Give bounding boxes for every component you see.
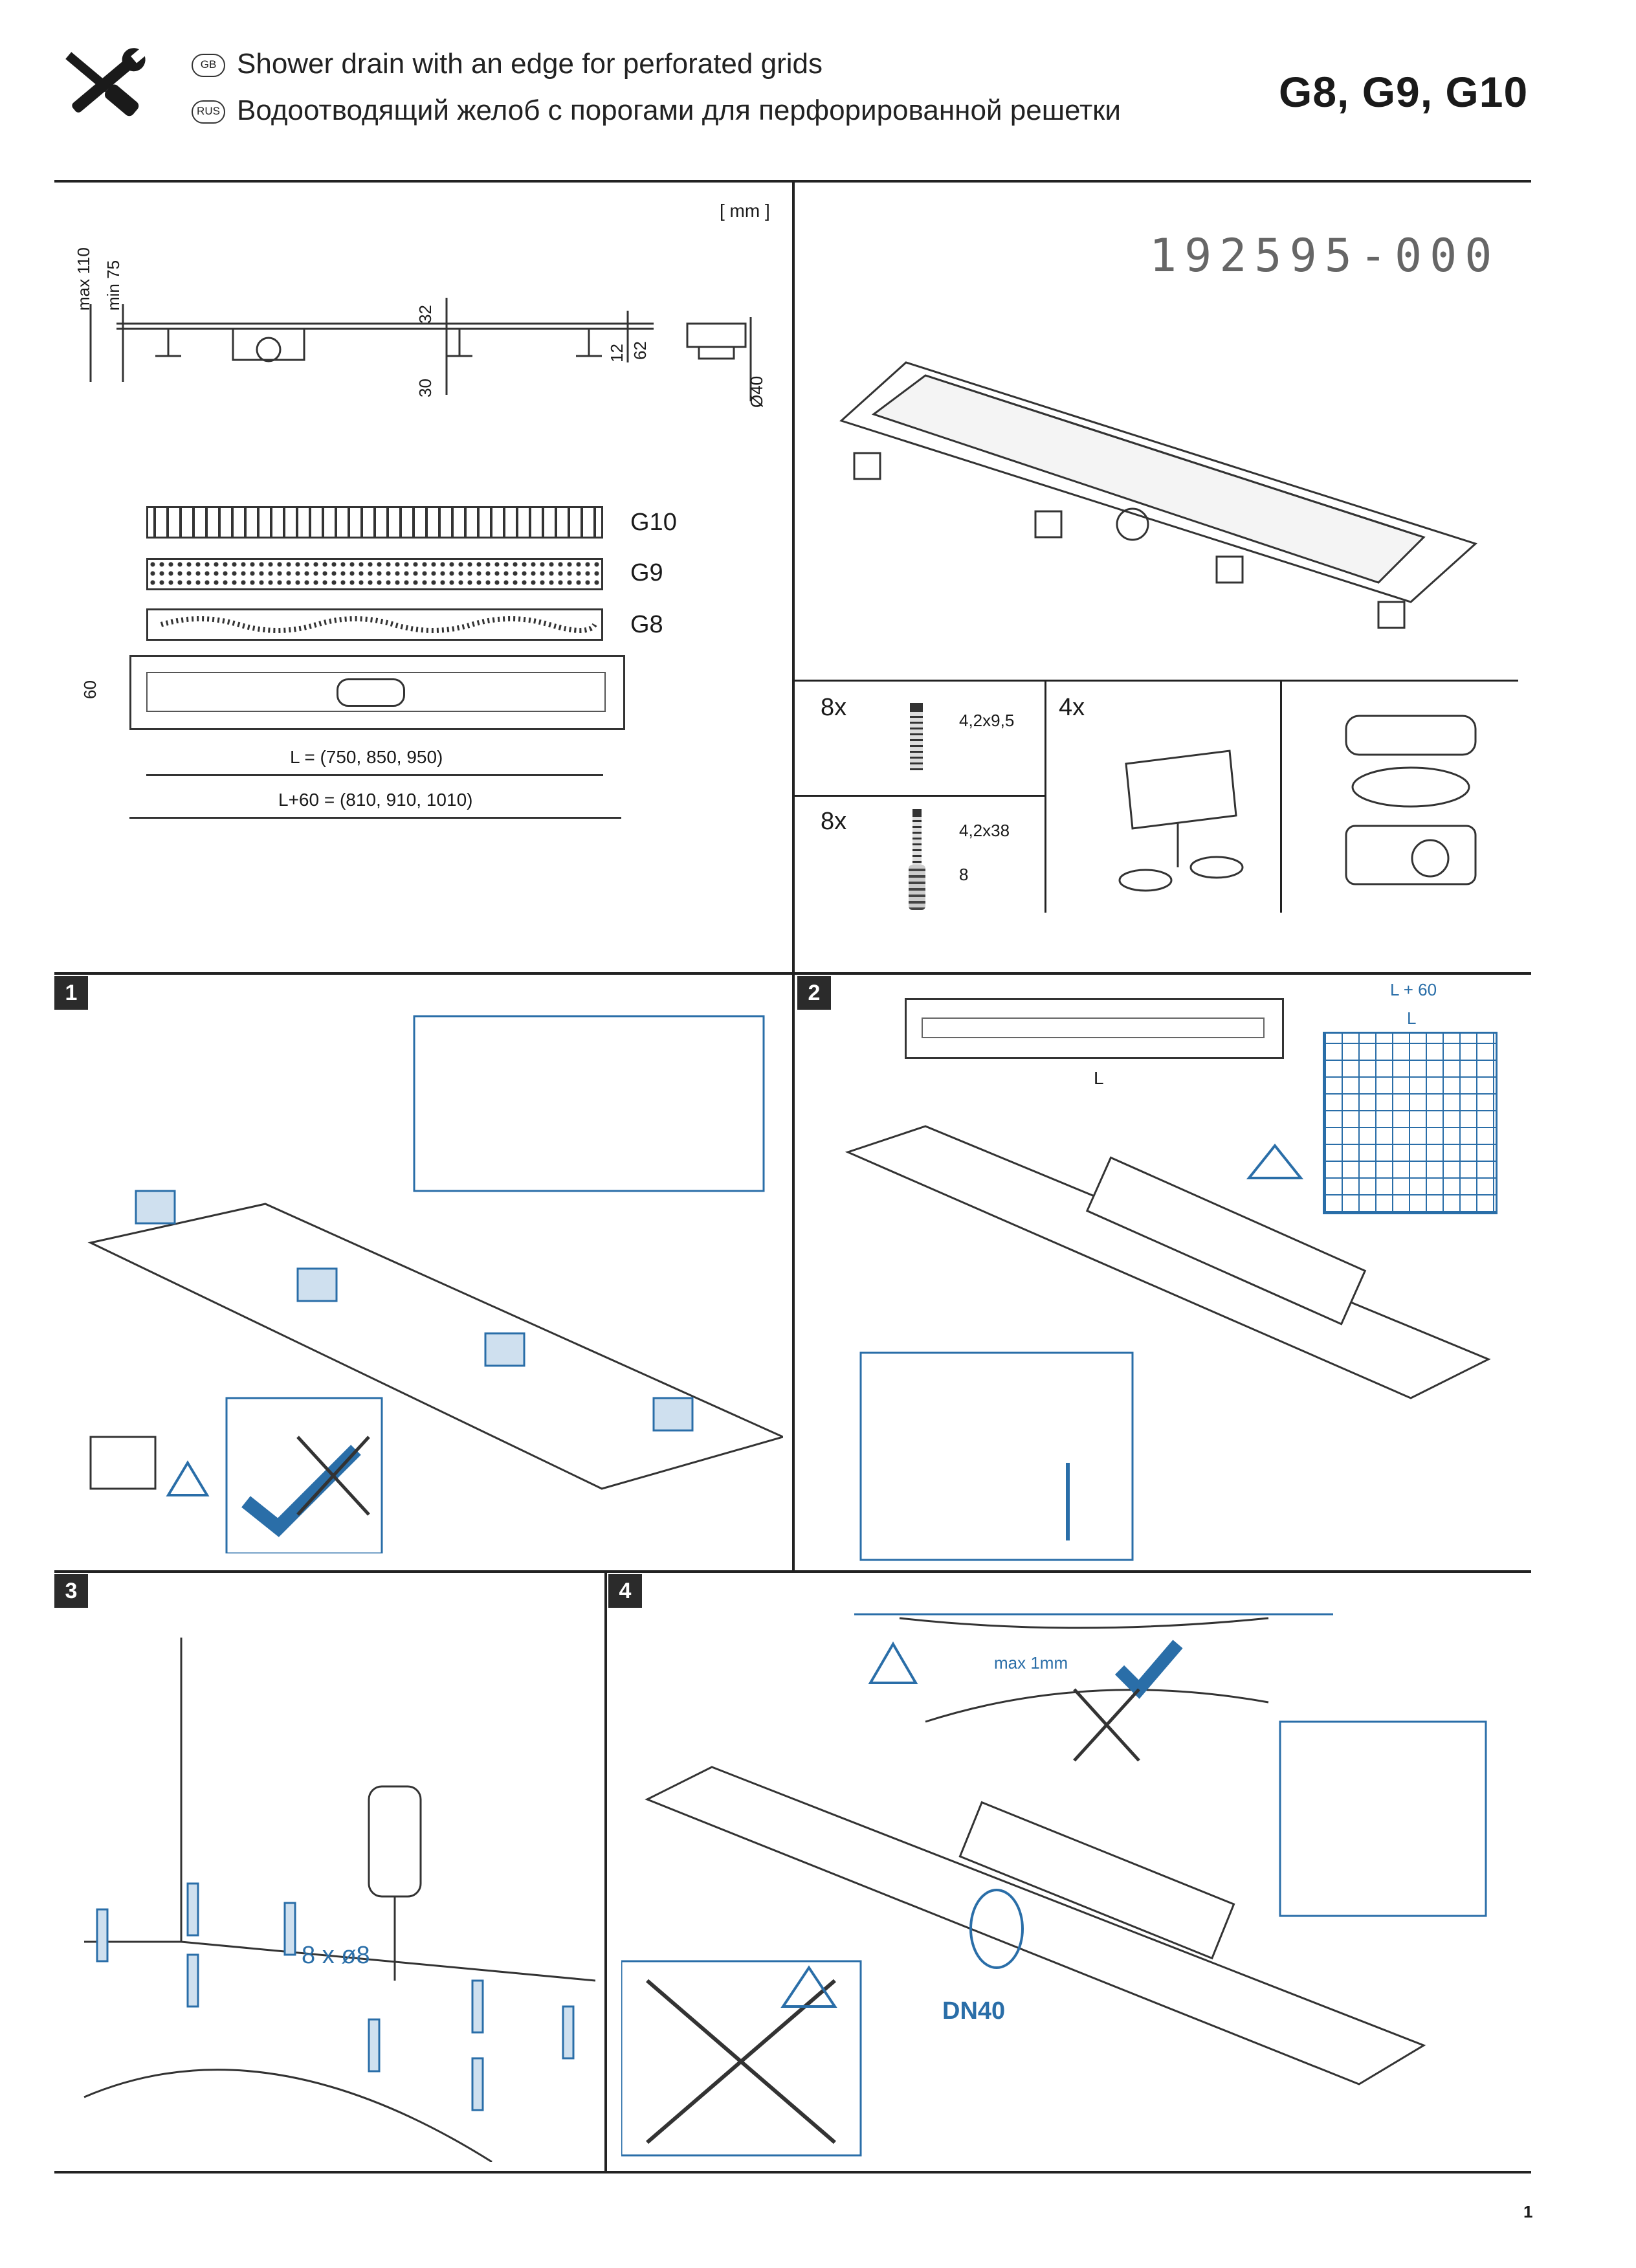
step-2-grid-inner [922, 1017, 1265, 1038]
drain-product-illustration [828, 324, 1488, 647]
grid-g9 [146, 558, 603, 590]
drain-plan-view [129, 655, 625, 730]
dim-60: 60 [80, 680, 100, 699]
dim-length: L = (750, 850, 950) [290, 747, 443, 767]
step-3-illustration [71, 1618, 596, 2163]
step-2-l60: L + 60 [1390, 980, 1437, 999]
grid-g8 [146, 608, 603, 641]
screw-size: 4,2x9,5 [959, 711, 1015, 730]
outlet-assembly-illustration [1333, 709, 1488, 904]
tools-icon [52, 39, 155, 129]
step-1-badge: 1 [54, 976, 88, 1010]
step-2-length: L [1094, 1068, 1104, 1088]
dim-min75: min 75 [104, 260, 123, 311]
row2-rule [54, 1570, 1531, 1573]
anchor-size: 4,2x38 [959, 821, 1010, 840]
drain-plan-channel [146, 672, 606, 712]
step-2-grid-top [905, 998, 1284, 1059]
model-list: G8, G9, G10 [1279, 68, 1529, 116]
dim-line-l [146, 774, 603, 776]
drain-side-profile [71, 285, 667, 414]
product-code: 192595-000 [1149, 229, 1500, 282]
title-en-row: GB Shower drain with an edge for perforat… [192, 48, 823, 80]
anchor-count: 8x [821, 808, 847, 835]
dim-32: 32 [415, 305, 435, 324]
top-vertical-divider [792, 180, 795, 1572]
page-number: 1 [1523, 2202, 1533, 2221]
parts-top-rule [793, 680, 1518, 682]
screw-count: 8x [821, 694, 847, 721]
anchor-plug-icon [909, 865, 925, 910]
drain-outlet [337, 678, 405, 707]
step-4-max-gap: max 1mm [994, 1653, 1068, 1673]
lang-badge-gb: GB [192, 54, 225, 78]
anchor-plug-size: 8 [959, 865, 969, 884]
step-3-badge: 3 [54, 1574, 88, 1608]
legs-count: 4x [1059, 694, 1085, 721]
step-4-dn40: DN40 [942, 1997, 1006, 2025]
grid-g8-label: G8 [630, 611, 663, 638]
title-ru: Водоотводящий желоб с порогами для перфо… [237, 94, 1121, 126]
parts-divider-2 [1280, 680, 1282, 913]
dim-line-l60 [129, 817, 621, 819]
bottom-vertical-divider [604, 1570, 607, 2172]
lang-badge-rus: RUS [192, 100, 225, 124]
step-2-illustration [809, 1100, 1521, 1566]
grid-g9-label: G9 [630, 559, 663, 586]
anchor-screw-icon [912, 809, 922, 869]
step-1-illustration [71, 997, 786, 1555]
parts-mid-rule [793, 795, 1046, 797]
dim-30: 30 [415, 379, 435, 397]
unit-label: [ mm ] [720, 201, 770, 221]
dim-62: 62 [630, 341, 650, 360]
title-ru-row: RUS Водоотводящий желоб с порогами для пе… [192, 94, 1121, 127]
dim-40: Ø40 [747, 375, 766, 408]
dim-12: 12 [607, 344, 626, 362]
screw-icon [910, 703, 923, 770]
step-2-tile-grid [1323, 1032, 1498, 1214]
title-en: Shower drain with an edge for perforated… [237, 48, 823, 80]
step-2-badge: 2 [797, 976, 831, 1010]
row1-rule [54, 972, 1531, 975]
dim-max110: max 110 [74, 247, 93, 311]
drain-cross-section [680, 317, 764, 414]
adjustable-leg-illustration [1087, 738, 1268, 906]
dim-length-60: L+60 = (810, 910, 1010) [278, 790, 473, 810]
step-2-l: L [1407, 1008, 1417, 1028]
footer-rule [54, 2171, 1531, 2174]
grid-g10 [146, 506, 603, 539]
grid-g10-label: G10 [630, 509, 677, 536]
step-4-badge: 4 [608, 1574, 642, 1608]
step-4-illustration [620, 1592, 1527, 2162]
step-3-drill-spec: 8 x ø8 [302, 1942, 370, 1969]
